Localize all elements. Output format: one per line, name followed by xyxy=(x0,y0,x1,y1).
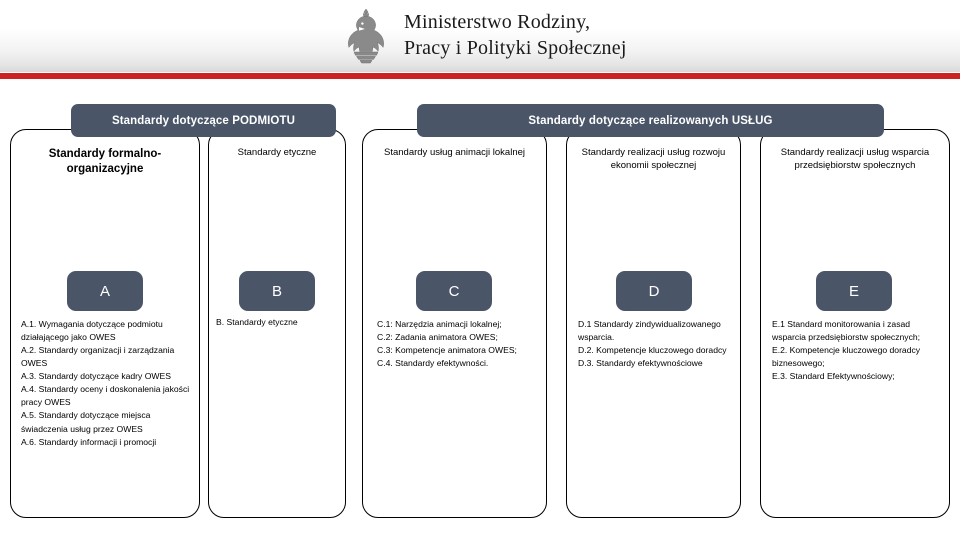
column-box-c xyxy=(362,129,547,518)
standards-diagram: Standardy dotyczące PODMIOTU Standardy d… xyxy=(0,85,960,540)
column-title-c: Standardy usług animacji lokalnej xyxy=(384,147,525,158)
column-title-a: Standardy formalno- organizacyjne xyxy=(48,148,162,176)
column-box-a xyxy=(10,129,200,518)
column-details-d: D.1 Standardy zindywidualizowanego wspar… xyxy=(578,319,727,369)
chip-letter-c[interactable]: C xyxy=(416,271,492,311)
stripe-spacer xyxy=(0,79,960,85)
ministry-name: Ministerstwo Rodziny, Pracy i Polityki S… xyxy=(404,10,627,61)
column-box-b xyxy=(208,129,346,518)
column-title-d: Standardy realizacji usług rozwoju ekono… xyxy=(581,147,726,171)
column-details-a: A.1. Wymagania dotyczące podmiotu działa… xyxy=(21,319,190,447)
banner-podmiotu[interactable]: Standardy dotyczące PODMIOTU xyxy=(71,104,336,137)
column-details-c: C.1: Narzędzia animacji lokalnej; C.2: Z… xyxy=(377,319,517,369)
banner-uslug[interactable]: Standardy dotyczące realizowanych USŁUG xyxy=(417,104,884,137)
column-title-b: Standardy etyczne xyxy=(237,147,317,158)
ministry-name-line-2: Pracy i Polityki Społecznej xyxy=(404,37,627,59)
chip-letter-d[interactable]: D xyxy=(616,271,692,311)
column-title-e: Standardy realizacji usług wsparcia prze… xyxy=(780,147,930,171)
chip-letter-e[interactable]: E xyxy=(816,271,892,311)
ministry-name-line-1: Ministerstwo Rodziny, xyxy=(404,11,591,34)
chip-letter-b[interactable]: B xyxy=(239,271,315,311)
page-masthead: Ministerstwo Rodziny, Pracy i Polityki S… xyxy=(0,0,960,72)
column-details-b: B. Standardy etyczne xyxy=(216,317,298,327)
polish-eagle-emblem xyxy=(348,8,384,64)
ministry-brand-lockup: Ministerstwo Rodziny, Pracy i Polityki S… xyxy=(340,6,627,66)
column-details-e: E.1 Standard monitorowania i zasad wspar… xyxy=(772,319,921,382)
chip-letter-a[interactable]: A xyxy=(67,271,143,311)
column-box-e xyxy=(760,129,950,518)
